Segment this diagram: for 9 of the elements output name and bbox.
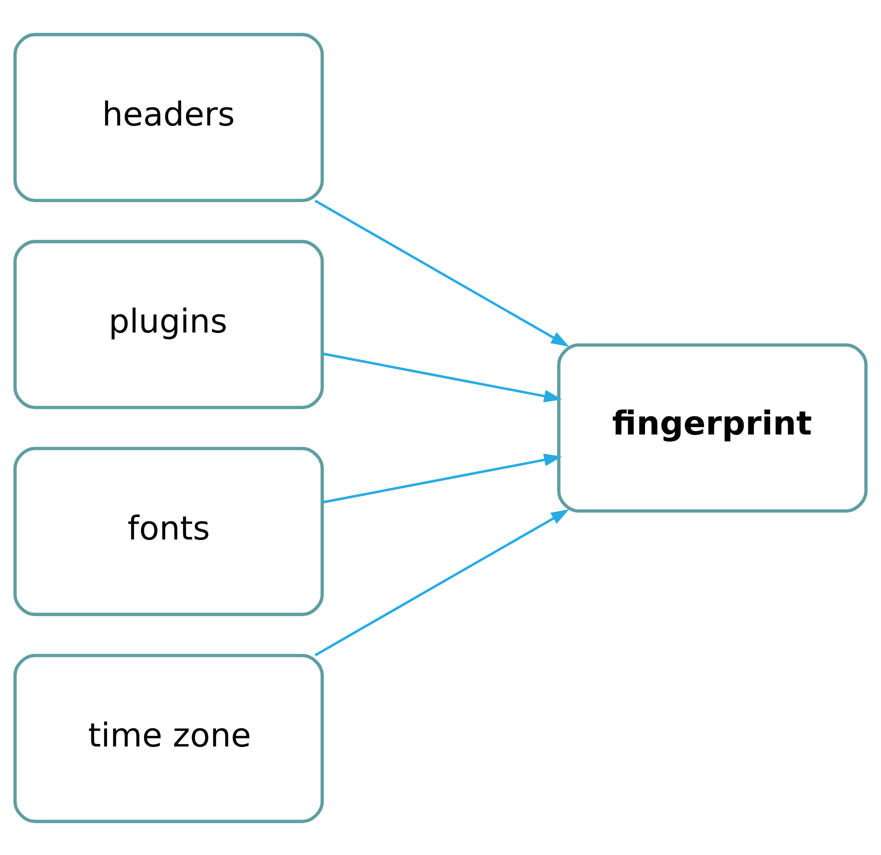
node-box: plugins <box>13 239 324 409</box>
arrow <box>322 352 562 402</box>
arrow <box>314 199 570 346</box>
arrow <box>314 508 570 656</box>
node-box: fingerprint <box>557 342 868 512</box>
arrow <box>322 453 562 504</box>
node-box: fonts <box>13 446 324 616</box>
node-box: time zone <box>13 653 324 823</box>
node-box: headers <box>13 32 324 202</box>
